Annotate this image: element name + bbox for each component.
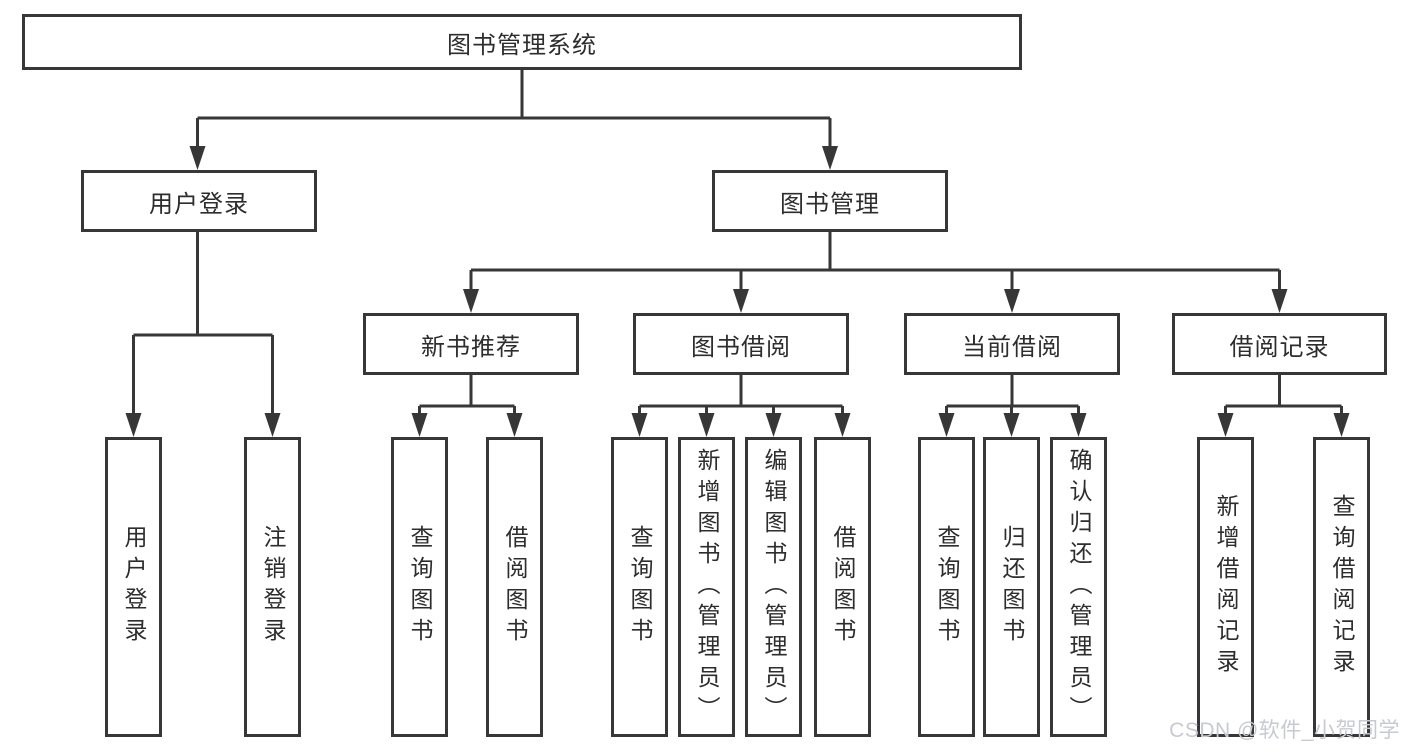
csdn-watermark: CSDN @软件_小贺同学 <box>1169 719 1400 742</box>
leaf-query-book-borrow: 查询图书 <box>611 437 668 737</box>
leaf-add-borrow-record: 新增借阅记录 <box>1197 437 1254 737</box>
leaf-query-book-recommend: 查询图书 <box>391 437 448 737</box>
node-label: 用户登录 <box>149 190 249 218</box>
leaf-confirm-return-admin: 确认归还（管理员） <box>1050 437 1107 737</box>
node-label: 图书管理 <box>780 190 880 218</box>
arrowhead-icons <box>125 146 1350 437</box>
leaf-label: 新增图书（管理员） <box>694 447 720 727</box>
node-borrow-record: 借阅记录 <box>1172 313 1387 375</box>
leaf-label: 借阅图书 <box>502 525 528 649</box>
leaf-logout: 注销登录 <box>244 437 301 737</box>
node-book-management: 图书管理 <box>712 170 948 232</box>
leaf-borrow-book: 借阅图书 <box>814 437 871 737</box>
leaf-label: 查询图书 <box>627 525 653 649</box>
node-book-borrow: 图书借阅 <box>633 313 849 375</box>
leaf-label: 查询图书 <box>934 525 960 649</box>
node-label: 新书推荐 <box>421 333 521 361</box>
node-user-login: 用户登录 <box>81 170 317 232</box>
node-library-system: 图书管理系统 <box>22 14 1022 70</box>
leaf-borrow-book-recommend: 借阅图书 <box>486 437 543 737</box>
leaf-label: 确认归还（管理员） <box>1066 447 1092 727</box>
leaf-add-book-admin: 新增图书（管理员） <box>678 437 735 737</box>
leaf-label: 新增借阅记录 <box>1213 494 1239 680</box>
leaf-user-login: 用户登录 <box>105 437 162 737</box>
leaf-label: 编辑图书（管理员） <box>761 447 787 727</box>
leaf-query-book-current: 查询图书 <box>918 437 975 737</box>
node-label: 当前借阅 <box>962 333 1062 361</box>
leaf-label: 查询图书 <box>407 525 433 649</box>
leaf-label: 查询借阅记录 <box>1329 494 1355 680</box>
leaf-label: 归还图书 <box>999 525 1025 649</box>
leaf-edit-book-admin: 编辑图书（管理员） <box>745 437 802 737</box>
node-new-book-recommend: 新书推荐 <box>363 313 579 375</box>
node-current-borrow: 当前借阅 <box>904 313 1120 375</box>
node-label: 借阅记录 <box>1229 333 1330 361</box>
node-label: 图书借阅 <box>691 333 791 361</box>
leaf-label: 用户登录 <box>121 525 147 649</box>
leaf-label: 借阅图书 <box>830 525 856 649</box>
leaf-label: 注销登录 <box>260 525 286 649</box>
node-label: 图书管理系统 <box>447 31 597 59</box>
leaf-return-book: 归还图书 <box>983 437 1040 737</box>
leaf-query-borrow-record: 查询借阅记录 <box>1313 437 1370 737</box>
